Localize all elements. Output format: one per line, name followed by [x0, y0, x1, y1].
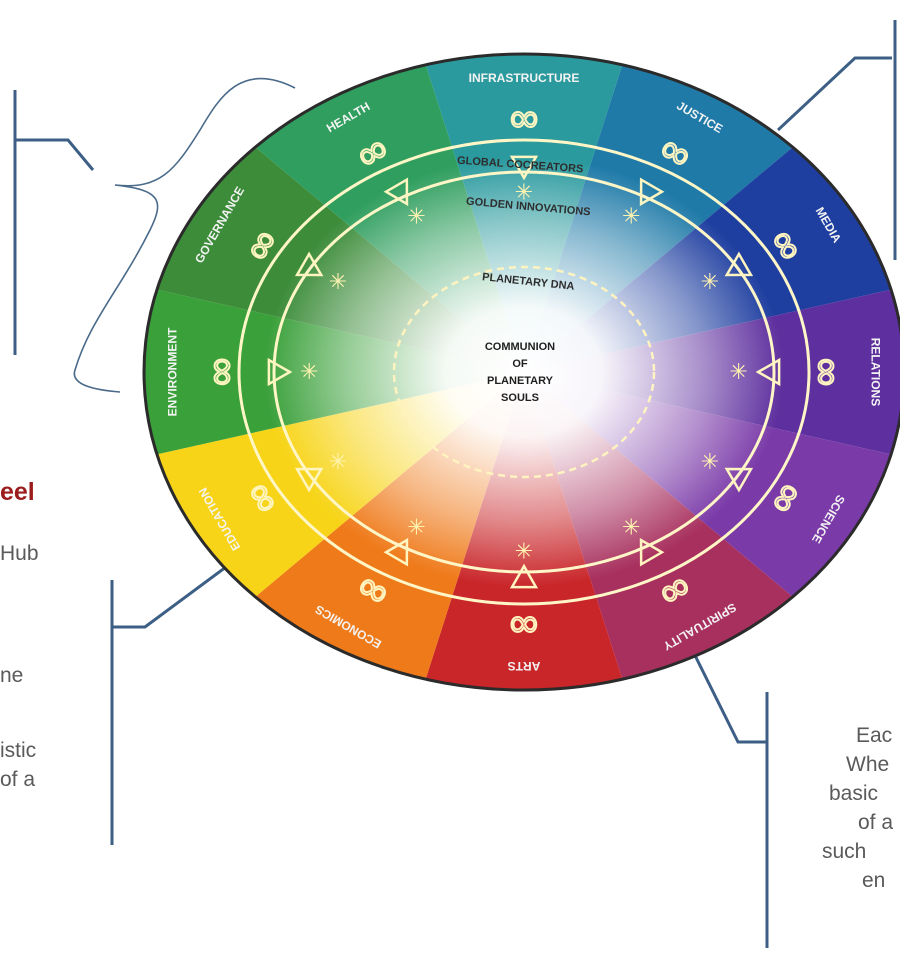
left-text-line-4: ne [0, 664, 24, 687]
triangle-icon [509, 155, 539, 181]
right-text-line-2: Whe [846, 753, 890, 776]
ring-middle [272, 170, 776, 574]
right-text-line-4: of a [858, 811, 894, 834]
triangle-icon [383, 177, 409, 207]
top-left-connector [15, 138, 95, 171]
triangle-icon [755, 357, 781, 387]
infinity-icon: ∞ [507, 602, 540, 648]
center-line-2: OF [512, 358, 528, 370]
star-icon: ✳ [701, 270, 719, 295]
top-right-connector [776, 56, 892, 132]
center-label: COMMUNION OF PLANETARY SOULS [485, 341, 555, 404]
right-text-line-6: en [862, 869, 886, 892]
left-text-line-1: Hub [0, 542, 39, 565]
star-icon: ✳ [515, 540, 533, 565]
infinity-icon: ∞ [198, 355, 244, 388]
triangle-icon [294, 251, 324, 277]
star-icon: ✳ [407, 516, 425, 541]
center-line-4: SOULS [501, 392, 539, 404]
left-text-line-6: istic [0, 739, 37, 762]
star-icon: ✳ [300, 360, 318, 385]
star-icon: ✳ [729, 360, 747, 385]
triangle-icon [639, 537, 665, 567]
star-icon: ✳ [701, 450, 719, 475]
center-line-3: PLANETARY [487, 375, 554, 387]
left-text-line-7: of a [0, 768, 36, 791]
wheel-center-glow [264, 157, 784, 587]
triangle-icon [724, 251, 754, 277]
right-text-line-1: Eac [856, 724, 893, 747]
center-line-1: COMMUNION [485, 341, 555, 353]
ring-outer [237, 138, 811, 606]
sector-label-relations: RELATIONS [869, 338, 883, 406]
left-title-fragment: eel [0, 478, 35, 506]
star-icon: ✳ [622, 516, 640, 541]
infinity-icon: ∞ [804, 355, 850, 388]
top-left-brace [73, 77, 296, 393]
star-icon: ✳ [329, 270, 347, 295]
triangle-icon [383, 537, 409, 567]
triangle-icon [294, 467, 324, 493]
star-icon: ✳ [407, 204, 425, 229]
sector-label-environment: ENVIRONMENT [166, 327, 180, 416]
sector-label-infrastructure: INFRASTRUCTURE [469, 71, 580, 85]
triangle-icon [724, 467, 754, 493]
triangle-icon [639, 177, 665, 207]
infinity-icon: ∞ [507, 96, 540, 142]
right-text-line-3: basic [829, 782, 879, 805]
triangle-icon [509, 563, 539, 589]
star-icon: ✳ [622, 204, 640, 229]
triangle-icon [267, 357, 293, 387]
sector-label-arts: ARTS [508, 659, 541, 673]
ring-inner-wavy [392, 265, 656, 479]
star-icon: ✳ [329, 450, 347, 475]
star-icon: ✳ [515, 180, 533, 205]
right-text-line-5: such [822, 840, 867, 863]
wheel-rim [142, 52, 900, 692]
